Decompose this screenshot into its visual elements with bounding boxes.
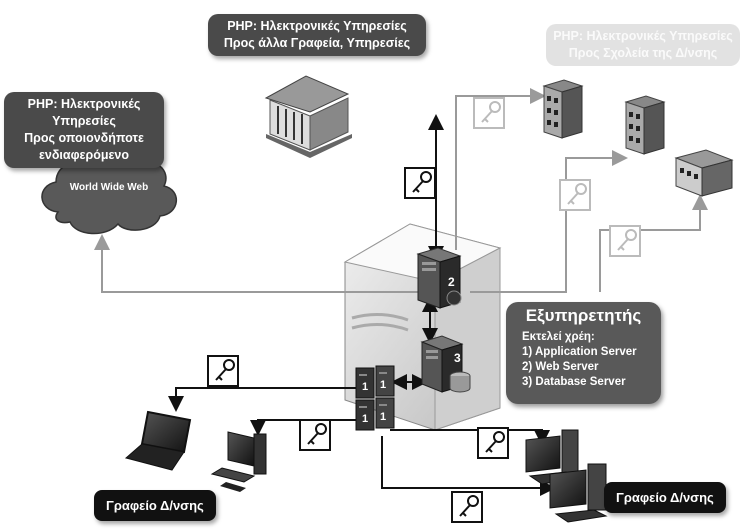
cloud-label: World Wide Web (69, 182, 149, 193)
caption-line: Προς οποιονδήποτε (24, 131, 144, 145)
gray-links (94, 88, 708, 293)
node-number-app: 1 (380, 411, 386, 423)
caption-offices: PHP: Ηλεκτρονικές Υπηρεσίες Προς άλλα Γρ… (208, 14, 426, 56)
key-icon (559, 179, 591, 211)
key-icons (207, 97, 641, 523)
node-number-app: 1 (362, 413, 368, 425)
server-role: 2) Web Server (522, 361, 599, 373)
node-number-db: 3 (454, 351, 461, 365)
server-panel-title: Εξυπηρετητής (525, 306, 642, 325)
node-number-app: 1 (362, 381, 368, 393)
cloud-icon (41, 151, 177, 235)
key-icon (404, 167, 436, 199)
caption-line: Προς Σχολεία της Δ/νσης (568, 46, 718, 60)
caption-line: PHP: Ηλεκτρονικές Υπηρεσίες (27, 97, 141, 128)
office-label-left: Γραφείο Δ/νσης (94, 490, 216, 521)
caption-line: ενδιαφερόμενο (38, 148, 130, 162)
server-panel-body: Εκτελεί χρέη: 1) Application Server 2) W… (522, 330, 637, 390)
office-label-right: Γραφείο Δ/νσης (604, 482, 726, 513)
caption-schools: PHP: Ηλεκτρονικές Υπηρεσίες Προς Σχολεία… (546, 24, 740, 66)
server-role: 3) Database Server (522, 376, 626, 388)
laptop-icon (124, 410, 192, 471)
key-icon (473, 97, 505, 129)
caption-line: Προς άλλα Γραφεία, Υπηρεσίες (223, 36, 411, 50)
black-links (168, 114, 556, 496)
key-icon (299, 419, 331, 451)
desktop-computer-icon (210, 431, 267, 492)
government-building-icon (264, 75, 352, 158)
server-info-panel: Εξυπηρετητής Εκτελεί χρέη: 1) Applicatio… (506, 302, 661, 404)
school-building-icon (542, 79, 584, 139)
web-server-icon (416, 247, 462, 309)
caption-line: PHP: Ηλεκτρονικές Υπηρεσίες (227, 19, 407, 33)
school-building-icon (624, 95, 666, 155)
key-icon (609, 225, 641, 257)
app-server-rack-icon (355, 365, 395, 431)
key-icon (451, 491, 483, 523)
node-number-web: 2 (448, 275, 455, 289)
school-building-icon (674, 149, 734, 197)
caption-line: PHP: Ηλεκτρονικές Υπηρεσίες (553, 29, 733, 43)
node-number-app: 1 (380, 379, 386, 391)
server-role: 1) Application Server (522, 346, 637, 358)
key-icon (207, 355, 239, 387)
desktop-computer-icon (549, 463, 608, 523)
database-server-icon (420, 335, 471, 393)
caption-public: PHP: Ηλεκτρονικές Υπηρεσίες Προς οποιονδ… (4, 92, 164, 168)
key-icon (477, 427, 509, 459)
server-panel-subtitle: Εκτελεί χρέη: (522, 331, 595, 343)
